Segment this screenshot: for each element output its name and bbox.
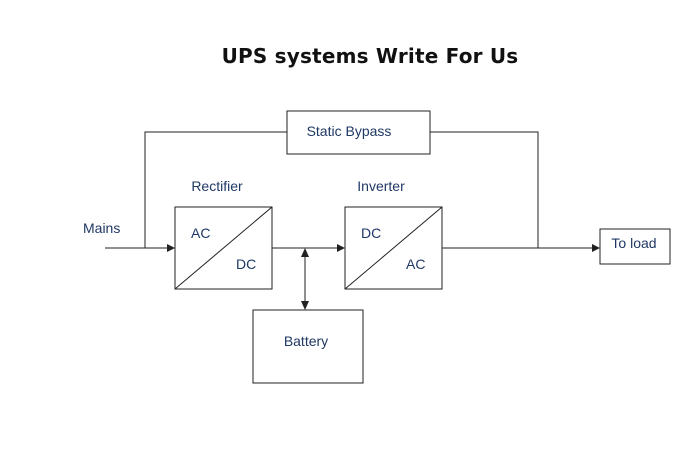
rectifier-label: Rectifier	[191, 178, 243, 194]
inverter-ac-label: AC	[406, 256, 425, 272]
mains-arrow	[167, 244, 175, 252]
rectifier-dc-label: DC	[236, 256, 256, 272]
mains-label: Mains	[83, 220, 120, 236]
battery-link-arrow-down	[301, 301, 309, 310]
rectifier-ac-label: AC	[191, 225, 210, 241]
output-arrow	[592, 244, 600, 252]
to-load-label: To load	[611, 235, 656, 251]
battery-box	[252, 309, 364, 384]
inverter-label: Inverter	[357, 178, 405, 194]
rectifier-diagonal	[174, 206, 273, 290]
battery-link-arrow-up	[301, 248, 309, 257]
inverter-dc-label: DC	[361, 225, 381, 241]
static-bypass-label: Static Bypass	[307, 123, 392, 139]
static-bypass-box	[286, 110, 431, 155]
inverter-diagonal	[344, 206, 443, 290]
battery-label: Battery	[284, 333, 328, 349]
dc-bus-arrow	[337, 244, 345, 252]
to-load-box	[599, 228, 671, 265]
page-title: UPS systems Write For Us	[221, 44, 519, 68]
bypass-line-return	[430, 131, 539, 248]
bypass-line	[144, 131, 287, 248]
